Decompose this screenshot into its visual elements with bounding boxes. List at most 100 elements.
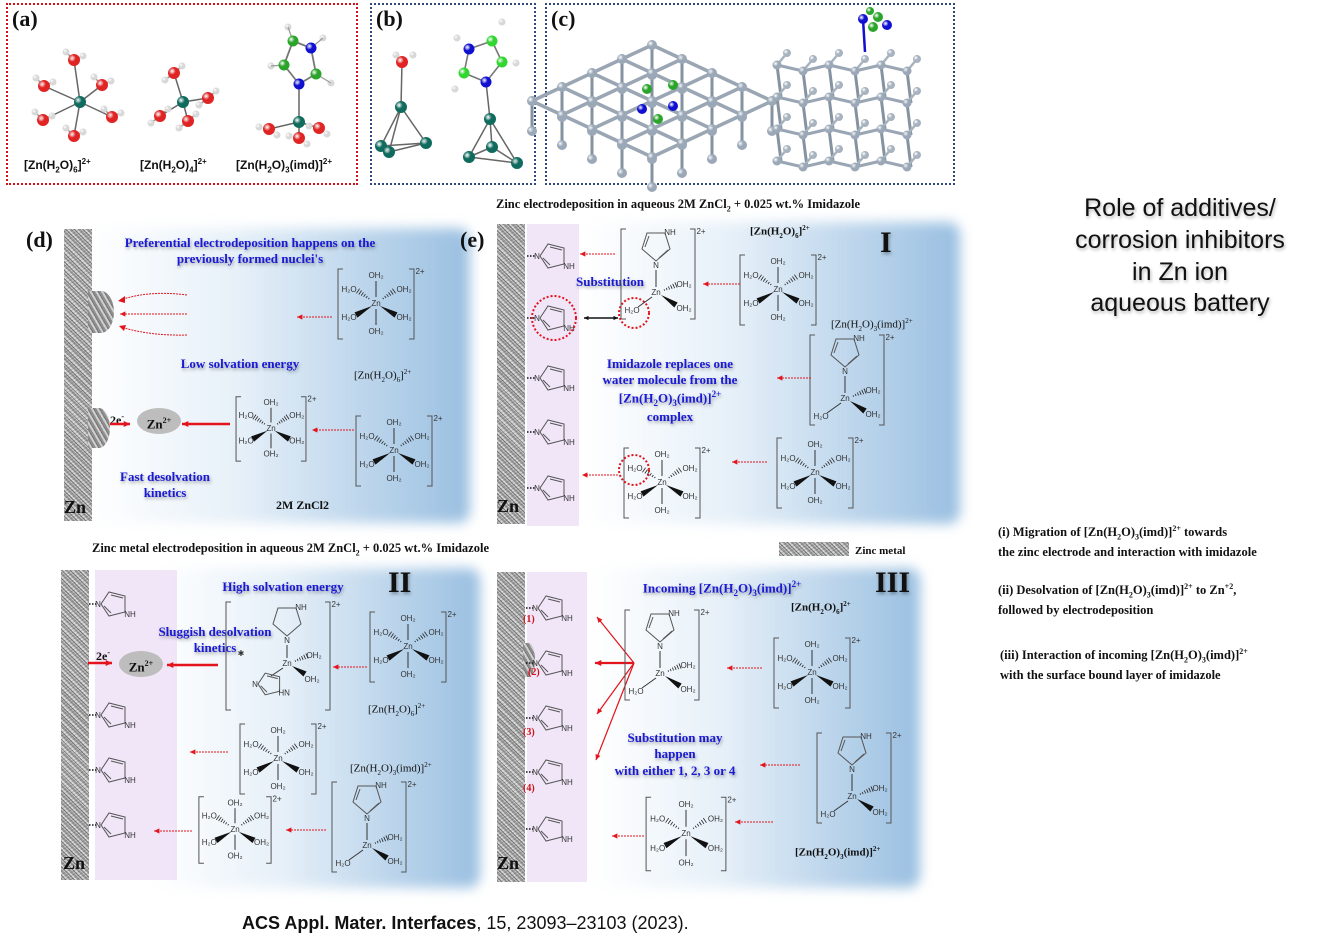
lattice-bond [621, 113, 653, 131]
arrow-head [312, 427, 318, 433]
zn-atom-label: Zn [655, 669, 664, 678]
hash-line [280, 419, 283, 423]
zinc-lattice-atom [647, 124, 657, 134]
hash-line [794, 274, 798, 280]
nh-label: NH [561, 835, 573, 844]
right-bracket [886, 732, 892, 824]
hash-line [825, 462, 828, 467]
hash-line [395, 636, 398, 641]
second-imidazole-ligand: NHN [252, 672, 290, 698]
charge-label: 2+ [317, 722, 326, 731]
note-iii: (iii) Interaction of incoming [Zn(H2O)3(… [1000, 647, 1248, 683]
zinc-nucleus-lower [88, 408, 110, 448]
complex-brackets [235, 396, 307, 462]
hydrogen-atom [147, 119, 155, 127]
hash-line [242, 822, 245, 825]
hash-line [672, 667, 674, 671]
double-bond [110, 760, 124, 765]
h2o-label: H₂O [650, 844, 665, 853]
oh2-label: OH₂ [386, 418, 401, 427]
curved-arrow [120, 326, 188, 336]
oh2-label: OH₂ [832, 682, 847, 691]
hash-line [669, 668, 672, 672]
hydrogen-atom [48, 112, 56, 120]
zn-zn-bond [400, 106, 427, 144]
charge-label: 2+ [727, 795, 736, 804]
zn-zn-bond [388, 142, 427, 153]
surface-imidazole-ii-3: NNH [95, 757, 136, 785]
wedge-bond [372, 453, 390, 465]
hash-line [804, 666, 806, 669]
arrow-head [597, 617, 603, 623]
hash-line [381, 838, 384, 842]
zinc-lattice-atom [876, 124, 886, 134]
nh-label: NH [124, 831, 136, 840]
left-bracket [337, 268, 343, 340]
hashed-bond [294, 653, 309, 662]
zinc-lattice-atom [527, 126, 537, 136]
hash-line [358, 290, 362, 295]
right-bracket [879, 334, 885, 426]
n-atom-label: N [95, 711, 101, 720]
zinc-lattice-atom [798, 130, 808, 140]
zinc-lattice-atom [902, 162, 912, 172]
hash-line [672, 823, 676, 827]
left-bracket [198, 796, 204, 864]
ring-outline [257, 672, 281, 696]
h2o-label: H₂O [341, 285, 356, 294]
hash-line [784, 283, 786, 286]
oh2-label: OH₂ [654, 506, 669, 515]
h2o-label: H₂O [335, 859, 350, 868]
right-bracket [694, 609, 700, 701]
electron-label-ii: 2e- [96, 648, 110, 663]
double-bond [542, 257, 551, 266]
hash-line [792, 657, 796, 663]
oxygen-atom [106, 111, 118, 123]
zinc-lattice-atom [772, 156, 782, 166]
hash-line [861, 791, 864, 795]
ring-outline [537, 705, 563, 731]
arrow-head [580, 251, 586, 257]
electrode-label-ii: Zn [63, 853, 86, 873]
double-bond [542, 319, 551, 328]
zinc-lattice-top-view [527, 40, 777, 192]
zinc-nucleus-upper [88, 291, 114, 333]
arrow-head [167, 661, 174, 669]
hash-line [278, 421, 281, 424]
hash-line [672, 472, 675, 477]
carbon-atom [873, 12, 883, 22]
nh-label: NH [563, 262, 575, 271]
hash-line [861, 389, 864, 395]
incoming-complex-text: Incoming [Zn(H2O)3(imd)]2+ [642, 579, 802, 598]
complex-brackets [739, 254, 817, 326]
lattice-bond [591, 71, 623, 89]
oh2-label: OH₂ [387, 833, 402, 842]
n-atom-label: N [534, 314, 540, 323]
surface-imidazole-2: NNH [534, 305, 575, 333]
hash-line [388, 631, 392, 637]
electrode-label-e: Zn [497, 496, 520, 516]
hash-line [222, 820, 226, 824]
hydrogen-atom [164, 105, 172, 113]
wedge-bond [274, 430, 291, 442]
wedge-bond [412, 649, 430, 661]
wedge-bond [857, 799, 874, 812]
double-bond [540, 609, 549, 618]
lattice-bond [681, 99, 713, 117]
arrow-head [595, 754, 601, 760]
high-solvation-text: High solvation energy [222, 579, 344, 594]
oh2-label: OH₂ [770, 313, 785, 322]
oh2-label: OH₂ [263, 398, 278, 407]
carbon-atom [278, 59, 290, 71]
carbon-atom [486, 35, 498, 47]
zinc-atom [484, 113, 496, 125]
ring-outline [100, 812, 126, 838]
carbon-atom [668, 80, 678, 90]
hash-line [663, 289, 666, 291]
ring-outline [537, 816, 563, 842]
zinc-electrode-iii [497, 572, 525, 882]
hydrogen-atom [90, 73, 98, 81]
hash-line [382, 297, 384, 300]
